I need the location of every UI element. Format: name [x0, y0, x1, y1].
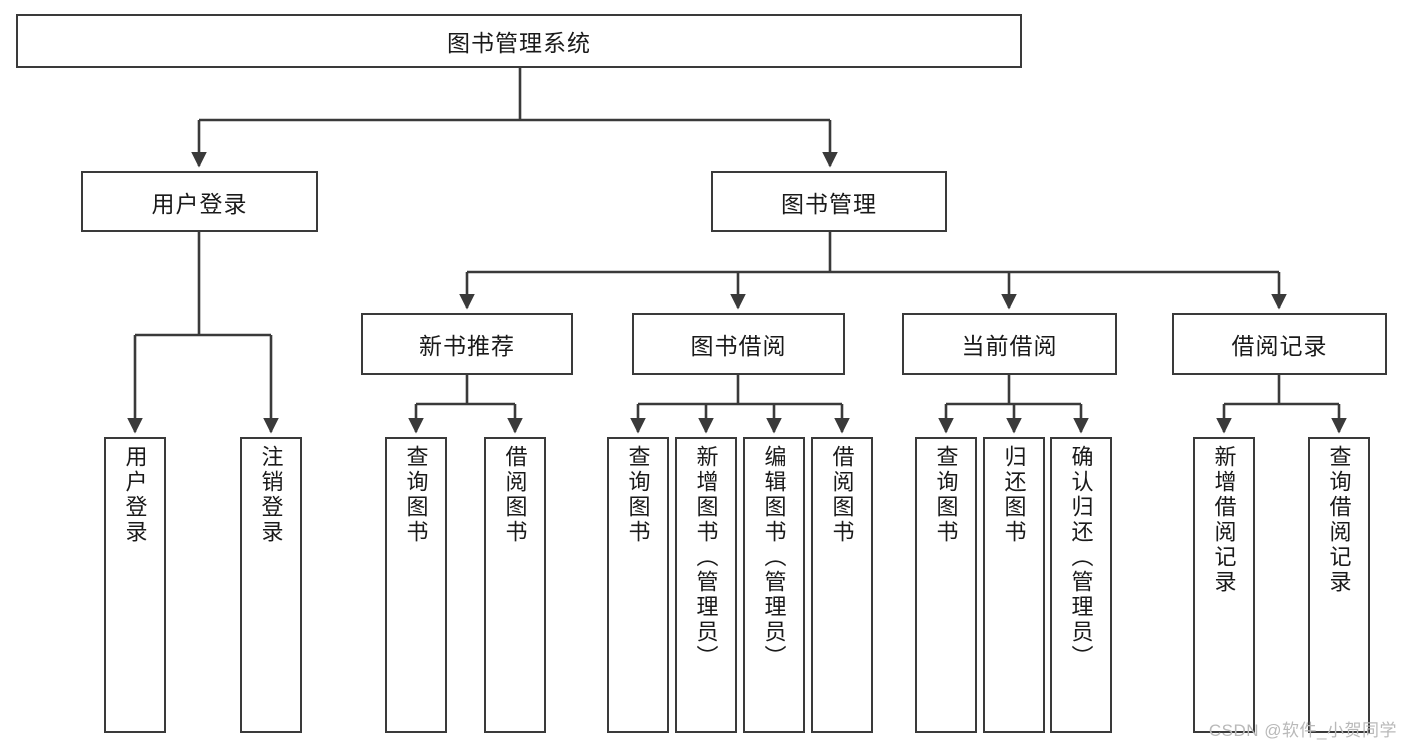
node-leaf-query-book-2-label: 查询图书	[625, 445, 651, 545]
node-leaf-edit-book-admin[interactable]: 编辑图书（管理员）	[743, 437, 805, 733]
node-leaf-borrow-book-2[interactable]: 借阅图书	[811, 437, 873, 733]
node-leaf-confirm-return-admin-label: 确认归还（管理员）	[1068, 445, 1094, 670]
node-user-login[interactable]: 用户登录	[81, 171, 318, 232]
node-leaf-query-book-1-label: 查询图书	[403, 445, 429, 545]
node-leaf-user-login-label: 用户登录	[122, 445, 148, 545]
node-current-borrow-label: 当前借阅	[961, 333, 1058, 359]
node-book-manage[interactable]: 图书管理	[711, 171, 947, 232]
node-current-borrow[interactable]: 当前借阅	[902, 313, 1117, 375]
node-leaf-borrow-book-1[interactable]: 借阅图书	[484, 437, 546, 733]
node-borrow-record[interactable]: 借阅记录	[1172, 313, 1387, 375]
node-leaf-query-book-3[interactable]: 查询图书	[915, 437, 977, 733]
node-new-book-recommend-label: 新书推荐	[419, 333, 515, 359]
node-leaf-user-login[interactable]: 用户登录	[104, 437, 166, 733]
node-leaf-confirm-return-admin[interactable]: 确认归还（管理员）	[1050, 437, 1112, 733]
node-leaf-logout-label: 注销登录	[258, 445, 284, 545]
watermark: CSDN @软件_小贺同学	[1208, 721, 1397, 740]
node-book-borrow[interactable]: 图书借阅	[632, 313, 845, 375]
node-leaf-add-book-admin-label: 新增图书（管理员）	[693, 445, 719, 670]
node-new-book-recommend[interactable]: 新书推荐	[361, 313, 573, 375]
node-leaf-add-book-admin[interactable]: 新增图书（管理员）	[675, 437, 737, 733]
node-book-borrow-label: 图书借阅	[690, 333, 787, 359]
node-root-label: 图书管理系统	[447, 30, 591, 56]
node-leaf-query-borrow-record[interactable]: 查询借阅记录	[1308, 437, 1370, 733]
node-leaf-query-book-3-label: 查询图书	[933, 445, 959, 545]
node-leaf-borrow-book-2-label: 借阅图书	[829, 445, 855, 545]
node-borrow-record-label: 借阅记录	[1231, 333, 1328, 359]
node-leaf-logout[interactable]: 注销登录	[240, 437, 302, 733]
node-leaf-borrow-book-1-label: 借阅图书	[502, 445, 528, 545]
node-leaf-query-book-2[interactable]: 查询图书	[607, 437, 669, 733]
node-leaf-add-borrow-record[interactable]: 新增借阅记录	[1193, 437, 1255, 733]
node-leaf-query-borrow-record-label: 查询借阅记录	[1326, 445, 1352, 595]
node-leaf-add-borrow-record-label: 新增借阅记录	[1211, 445, 1237, 595]
node-root[interactable]: 图书管理系统	[16, 14, 1022, 68]
node-leaf-return-book[interactable]: 归还图书	[983, 437, 1045, 733]
node-leaf-edit-book-admin-label: 编辑图书（管理员）	[761, 445, 787, 670]
node-book-manage-label: 图书管理	[781, 190, 877, 217]
node-leaf-return-book-label: 归还图书	[1001, 445, 1027, 545]
node-user-login-label: 用户登录	[151, 190, 248, 217]
node-leaf-query-book-1[interactable]: 查询图书	[385, 437, 447, 733]
